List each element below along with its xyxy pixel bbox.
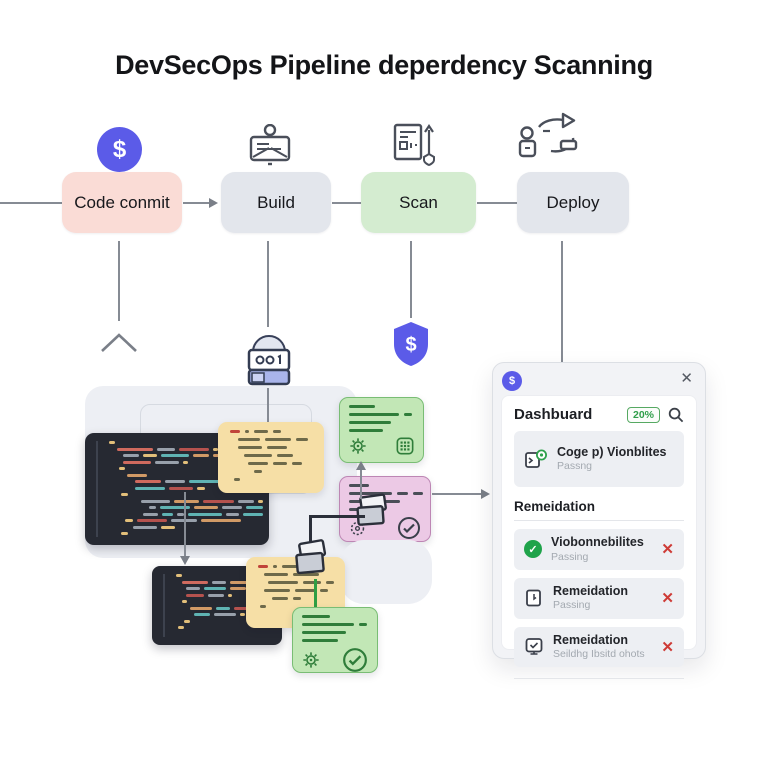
row-title: Remeidation [553,583,629,598]
summary-subtitle: Passng [557,460,593,473]
stage-label: Scan [399,192,438,212]
build-agent-robot-icon [247,335,291,386]
pass-check-icon: ✓ [524,540,542,559]
build-icon [249,124,291,166]
drop-build-inner [267,388,269,433]
connector-commit-build [183,202,209,204]
arrow-green-line [314,579,317,608]
arrowhead-commit-build [209,198,218,208]
check-glyph: ✓ [528,543,538,556]
report-card-green-1 [339,397,424,463]
stage-code-commit: Code conmit [62,172,182,233]
list-item-vulnerabilities[interactable]: ✓ Viobonnebilites Passing ✕ [514,529,684,570]
row-title: Remeidation [553,632,629,647]
editor-gutter [163,574,165,637]
check-circle-icon [343,648,367,672]
card-lines [300,615,370,642]
close-icon[interactable]: ✕ [680,370,693,387]
stage-label: Build [257,192,295,212]
stage-label: Deploy [546,192,600,212]
copy-stack-icon [356,493,387,526]
fail-x-icon[interactable]: ✕ [661,590,674,608]
chevron-up-icon [101,333,137,352]
divider [514,520,684,521]
dollar-glyph: $ [508,375,516,387]
row-subtitle: Passing [553,599,591,612]
fail-x-icon[interactable]: ✕ [661,638,674,656]
dashboard-card: Dashbuard 20% Coge p) Vionblites Passng [501,395,697,680]
elbow-dark-h [309,515,365,518]
page-title: DevSecOps Pipeline deperdency Scanning [115,50,653,80]
list-item-remediation-1[interactable]: Remeidation Passing ✕ [514,577,684,619]
code-lines [172,574,276,633]
row-subtitle: Seildhg Ibsitd ohots [553,648,645,661]
stage-deploy: Deploy [517,172,629,233]
drop-commit [118,241,120,321]
stage-scan: Scan [361,172,476,233]
summary-title: Coge p) Vionblites [557,444,667,459]
shield-dollar-glyph: $ [405,334,416,356]
dashboard-dollar-badge-icon: $ [502,371,522,391]
arrowhead-down [180,556,190,565]
gear-icon [350,438,366,454]
scan-icon [393,123,435,167]
document-icon [526,589,541,607]
fail-x-icon[interactable]: ✕ [661,541,674,559]
coverage-badge: 20% [626,406,660,423]
connector-build-scan [332,202,361,204]
code-scan-icon [525,449,547,468]
list-item-remediation-2[interactable]: Remeidation Seildhg Ibsitd ohots ✕ [514,626,684,668]
stage-label: Code conmit [74,192,170,212]
card-lines [254,565,337,608]
card-lines [226,430,316,481]
row-title: Viobonnebilites [551,535,644,549]
arrow-pink-green [360,469,362,499]
drop-build [267,241,269,327]
stage-build: Build [221,172,331,233]
summary-card[interactable]: Coge p) Vionblites Passng [514,431,684,487]
search-icon[interactable] [668,407,684,423]
dashed-gear-icon [350,521,365,535]
drop-deploy [561,241,563,362]
section-label: Remeidation [514,499,596,514]
deploy-icon [518,112,578,158]
arrowhead-right [481,489,490,499]
cloud-blob [340,540,432,604]
report-card-green-2 [292,607,378,673]
arrow-pink-dashboard [432,493,482,495]
gear-icon [303,652,319,668]
dashboard-panel: $ ✕ Dashbuard 20% Coge p) V [492,362,706,680]
monitor-check-icon [525,637,543,655]
check-circle-icon [398,517,420,539]
connector-scan-deploy [477,202,517,204]
config-card-yellow-1 [218,422,324,493]
shield-dollar-icon: $ [394,322,428,366]
arrowhead-up [356,461,366,470]
row-subtitle: Passing [551,550,589,563]
dollar-glyph: $ [112,135,127,163]
code-lines [105,441,264,539]
arrow-container-panel2 [184,492,186,556]
divider [514,678,684,680]
dashboard-title: Dashbuard [514,406,593,423]
grid-icon [396,437,414,455]
connector-left-entry [0,202,62,204]
commit-dollar-badge-icon: $ [97,127,142,172]
editor-gutter [96,441,98,537]
elbow-dark-v [309,515,312,552]
copy-stack-icon [295,539,327,575]
card-lines [347,405,416,432]
drop-scan [410,241,412,318]
